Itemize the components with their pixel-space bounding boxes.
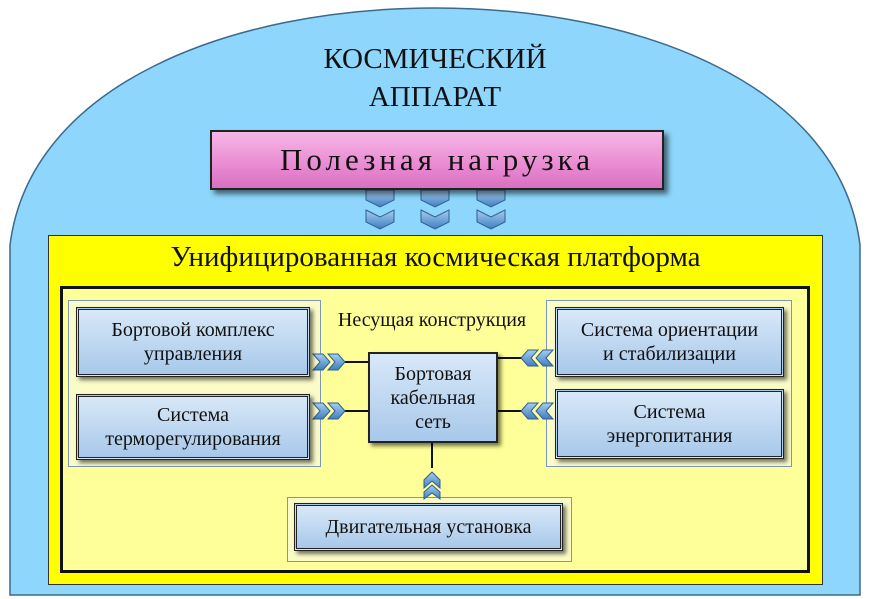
connector-orientation	[520, 349, 555, 367]
system-propulsion: Двигательная установка	[294, 503, 563, 551]
system-orientation-label: Система ориентации и стабилизации	[580, 319, 759, 365]
system-thermal-label: Система терморегулирования	[105, 404, 281, 450]
system-control: Бортовой комплекс управления	[76, 307, 310, 377]
system-thermal: Система терморегулирования	[76, 394, 310, 460]
connector-thermal	[311, 402, 346, 420]
payload-connector-2	[420, 189, 450, 230]
system-orientation: Система ориентации и стабилизации	[555, 307, 784, 377]
system-control-label: Бортовой комплекс управления	[111, 319, 275, 365]
payload-connector-1	[365, 189, 395, 230]
platform-title: Унифицированная космическая платформа	[170, 241, 701, 273]
spacecraft-title: КОСМИЧЕСКИЙ	[323, 43, 547, 75]
system-propulsion-label: Двигательная установка	[325, 516, 532, 538]
cable-network-label: Бортовая кабельная сеть	[390, 362, 476, 433]
payload-connector-3	[476, 189, 506, 230]
connector-power	[520, 402, 555, 420]
spacecraft-title-line2: АППАРАТ	[368, 81, 502, 113]
connector-propulsion	[423, 471, 441, 500]
connector-control	[311, 353, 346, 371]
system-power-label: Система энергопитания	[606, 401, 733, 447]
system-power: Система энергопитания	[555, 389, 784, 459]
payload-box: Полезная нагрузка	[210, 130, 664, 190]
cable-network-box: Бортовая кабельная сеть	[368, 352, 498, 443]
structure-title: Несущая конструкция	[337, 309, 527, 331]
